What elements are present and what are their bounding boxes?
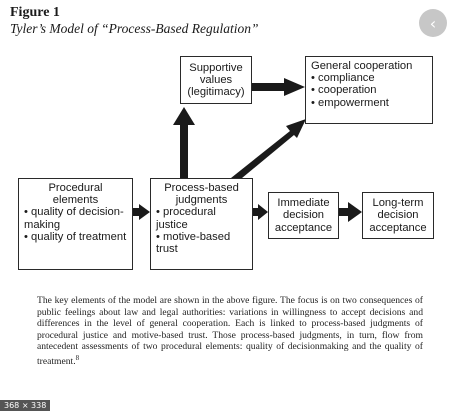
- arrow-procedural-to-judgments: [133, 204, 150, 220]
- box-general-cooperation: General cooperation compliance cooperati…: [305, 56, 433, 124]
- longterm-line-2: decision: [377, 209, 419, 222]
- box-supportive-values: Supportive values (legitimacy): [180, 56, 252, 104]
- procedural-item-treatment: quality of treatment: [24, 231, 127, 243]
- judgments-line-1: Process-based: [164, 182, 239, 194]
- immediate-line-1: Immediate: [277, 197, 330, 210]
- procedural-line-2: elements: [52, 194, 99, 207]
- arrow-judgments-to-immediate: [253, 204, 268, 220]
- longterm-line-3: acceptance: [369, 221, 427, 234]
- general-item-empowerment: empowerment: [311, 97, 427, 109]
- immediate-line-3: acceptance: [274, 221, 333, 234]
- figure-label: Figure 1: [10, 5, 60, 20]
- figure-title: Tyler’s Model of “Process-Based Regulati…: [10, 21, 259, 36]
- general-heading: General cooperation: [311, 60, 413, 72]
- supportive-line-1: Supportive: [189, 61, 243, 74]
- caption-text: The key elements of the model are shown …: [37, 295, 423, 368]
- close-icon[interactable]: ‹: [419, 9, 447, 37]
- supportive-line-3: (legitimacy): [187, 86, 245, 99]
- box-procedural-elements: Procedural elements quality of decision-…: [18, 178, 133, 270]
- procedural-line-1: Procedural: [48, 182, 103, 194]
- arrow-immediate-to-longterm: [339, 202, 362, 222]
- box-longterm-acceptance: Long-term decision acceptance: [362, 192, 434, 239]
- arrow-supportive-to-general: [252, 78, 305, 96]
- immediate-line-2: decision: [282, 209, 325, 222]
- judgments-item-motive-based-trust: motive-based trust: [156, 231, 247, 255]
- arrow-judgments-to-general: [231, 119, 306, 183]
- general-item-compliance: compliance: [311, 72, 427, 84]
- figure-caption: The key elements of the model are shown …: [37, 295, 423, 368]
- image-size-badge: 368 × 338: [0, 400, 51, 411]
- caption-footnote: 8: [75, 353, 80, 362]
- judgments-line-2: judgments: [175, 194, 228, 207]
- judgments-item-procedural-justice: procedural justice: [156, 206, 247, 230]
- supportive-line-2: values: [199, 73, 233, 86]
- diagram-arrows: [133, 78, 362, 222]
- general-item-cooperation: cooperation: [311, 84, 427, 96]
- procedural-item-decision-making: quality of decision-making: [24, 206, 127, 230]
- arrow-judgments-to-supportive: [173, 107, 195, 180]
- box-process-based-judgments: Process-based judgments procedural justi…: [150, 178, 253, 270]
- longterm-line-1: Long-term: [372, 197, 424, 210]
- box-immediate-acceptance: Immediate decision acceptance: [268, 192, 339, 239]
